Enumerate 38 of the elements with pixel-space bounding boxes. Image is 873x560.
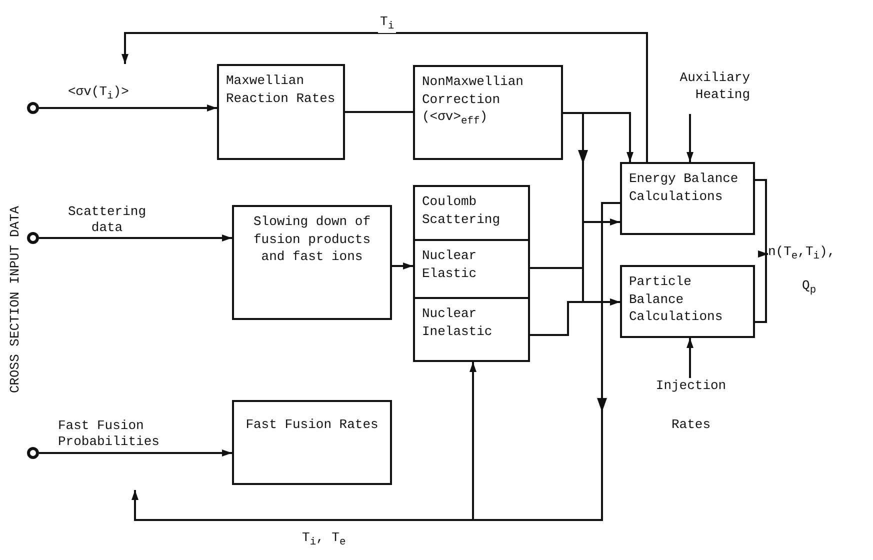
input-terminal xyxy=(27,232,39,244)
process-box xyxy=(232,205,392,320)
process-box xyxy=(620,162,755,235)
signal-label: n(T$_{e}$,T$_{i}$), xyxy=(768,244,836,264)
axis-caption: CROSS SECTION INPUT DATA xyxy=(8,204,22,396)
process-box xyxy=(413,297,530,362)
box-label: NonMaxwellian Correction (<σv>$_{eff}$) xyxy=(422,73,524,129)
box-label: Nuclear Inelastic xyxy=(422,305,494,340)
box-label: Slowing down of fusion products and fast ions xyxy=(252,213,372,266)
connector-arrow xyxy=(39,234,232,242)
connector-arrow xyxy=(392,262,413,270)
process-box xyxy=(217,64,345,160)
process-box xyxy=(413,65,563,160)
box-label: Maxwellian Reaction Rates xyxy=(226,72,336,108)
process-box xyxy=(620,265,755,338)
signal-label: Rates xyxy=(670,416,712,434)
connector-arrow xyxy=(755,250,768,323)
connector-arrow xyxy=(530,218,620,269)
box-label: Fast Fusion Rates xyxy=(244,416,380,434)
input-terminal xyxy=(27,447,39,459)
connector-arrow xyxy=(122,32,648,162)
signal-label: Q$_{p}$ xyxy=(801,278,818,298)
box-label: Coulomb Scattering xyxy=(422,193,502,228)
signal-label: Auxiliary Heating xyxy=(678,70,750,104)
connector-arrow xyxy=(686,114,694,162)
box-label: Energy Balance Calculations xyxy=(629,170,740,206)
connector-arrow xyxy=(39,104,217,112)
signal-label: Injection xyxy=(654,378,728,395)
connector-arrow xyxy=(39,450,232,456)
connector-arrow xyxy=(530,298,620,336)
process-box xyxy=(413,239,530,299)
connector-arrow xyxy=(686,338,694,378)
process-box xyxy=(232,400,392,485)
edge-label: T$_{i}$ xyxy=(378,14,396,34)
process-box xyxy=(413,185,530,241)
box-label: Nuclear Elastic xyxy=(422,247,478,282)
input-terminal xyxy=(27,102,39,114)
box-label: Particle Balance Calculations xyxy=(629,273,724,326)
